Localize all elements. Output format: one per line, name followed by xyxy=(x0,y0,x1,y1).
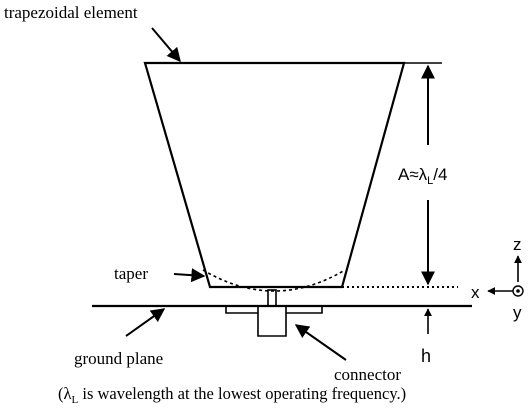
trapezoidal-element xyxy=(143,61,406,289)
taper-leader xyxy=(173,268,206,283)
connector-label: connector xyxy=(334,365,401,384)
footnote: (λL is wavelength at the lowest operatin… xyxy=(58,384,406,406)
footnote-subscript: L xyxy=(72,394,79,406)
height-h-label: h xyxy=(421,346,431,366)
footnote-open: (λ xyxy=(58,384,72,403)
dimension-A-prefix: A≈λ xyxy=(398,165,428,184)
connector-body xyxy=(225,289,323,337)
trapezoidal-element-label: trapezoidal element xyxy=(4,3,138,22)
z-axis-label: z xyxy=(513,235,522,254)
coordinate-axes xyxy=(487,255,524,297)
ground-plane-leader xyxy=(125,308,166,337)
dimension-A-subscript: L xyxy=(427,175,433,187)
dimension-A-label: A≈λL/4 xyxy=(398,165,447,187)
connector-leader xyxy=(294,324,347,361)
y-axis-dot-icon xyxy=(516,289,520,293)
x-axis-label: x xyxy=(471,283,480,302)
y-axis-label: y xyxy=(513,303,522,322)
ground-plane-label: ground plane xyxy=(74,349,163,368)
footnote-rest: is wavelength at the lowest operating fr… xyxy=(78,384,406,403)
taper-label: taper xyxy=(114,264,148,283)
dimension-A-suffix: /4 xyxy=(433,165,447,184)
taper-curve xyxy=(202,269,346,292)
trapezoidal-element-leader xyxy=(151,27,181,63)
